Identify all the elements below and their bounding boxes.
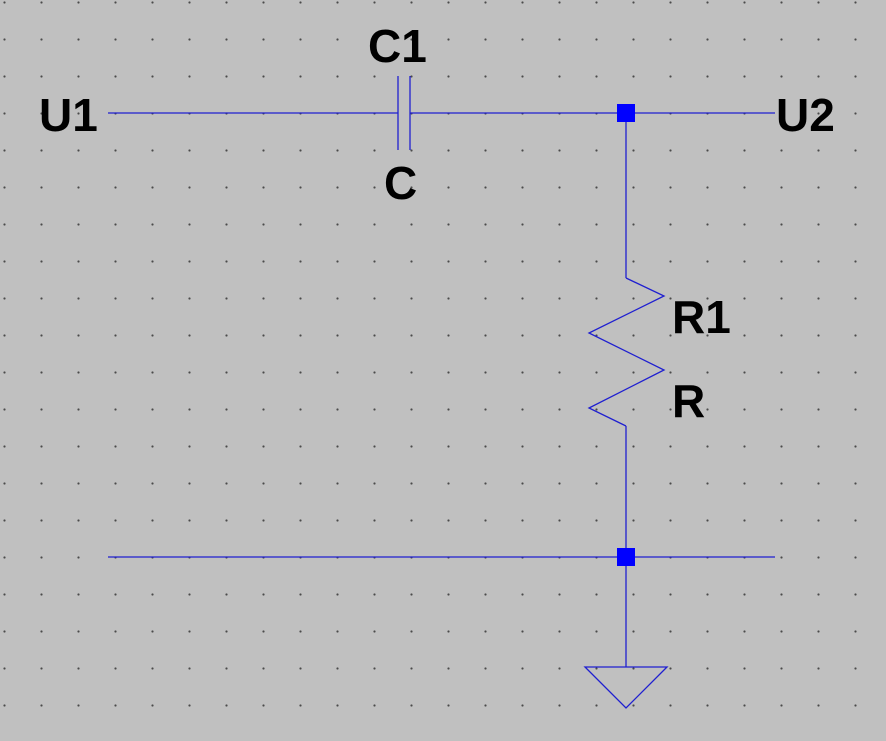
input-port-label[interactable]: U1 bbox=[39, 89, 98, 141]
capacitor-name-label[interactable]: C1 bbox=[368, 20, 427, 72]
resistor-symbol[interactable] bbox=[587, 277, 666, 427]
junction-bottom[interactable] bbox=[617, 548, 635, 566]
output-port-label[interactable]: U2 bbox=[776, 89, 835, 141]
ground-icon[interactable] bbox=[583, 666, 669, 709]
capacitor-value-label[interactable]: C bbox=[384, 157, 417, 209]
junction-top[interactable] bbox=[617, 104, 635, 122]
resistor-name-label[interactable]: R1 bbox=[672, 291, 731, 343]
resistor-value-label[interactable]: R bbox=[672, 375, 705, 427]
